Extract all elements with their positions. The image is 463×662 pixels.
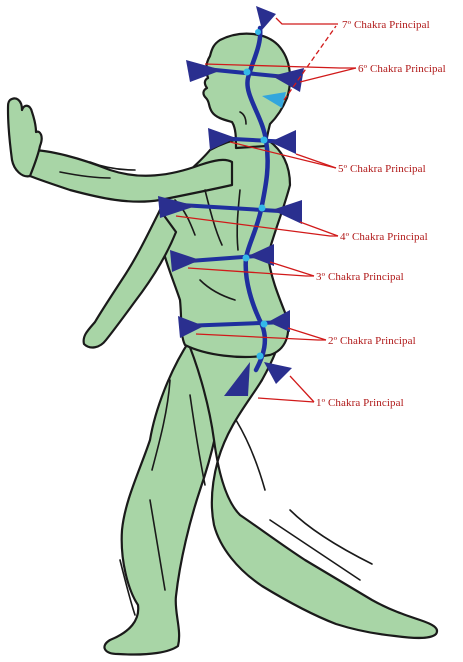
leader-5b [296, 154, 336, 168]
chakra-labels: 7º Chakra Principal 6º Chakra Principal … [316, 19, 446, 409]
node-2 [261, 321, 268, 328]
label-chakra-6: 6º Chakra Principal [358, 63, 446, 75]
label-chakra-5: 5º Chakra Principal [338, 163, 426, 175]
node-4 [259, 205, 266, 212]
label-chakra-1: 1º Chakra Principal [316, 397, 404, 409]
label-chakra-2: 2º Chakra Principal [328, 335, 416, 347]
node-crown [255, 29, 261, 35]
label-chakra-3: 3º Chakra Principal [316, 271, 404, 283]
label-chakra-4: 4º Chakra Principal [340, 231, 428, 243]
label-chakra-7: 7º Chakra Principal [342, 19, 430, 31]
right-leg [185, 330, 437, 638]
node-1 [257, 353, 264, 360]
leader-1b [290, 376, 314, 402]
leader-1a [258, 398, 314, 402]
leader-6b [300, 68, 356, 82]
lower-arm [84, 210, 176, 347]
leader-7 [276, 18, 338, 24]
node-3 [243, 255, 250, 262]
cone-1-back [264, 362, 292, 384]
leader-7-dashed [284, 26, 336, 100]
leader-4b [300, 222, 338, 236]
node-6 [244, 69, 251, 76]
node-5 [261, 137, 268, 144]
